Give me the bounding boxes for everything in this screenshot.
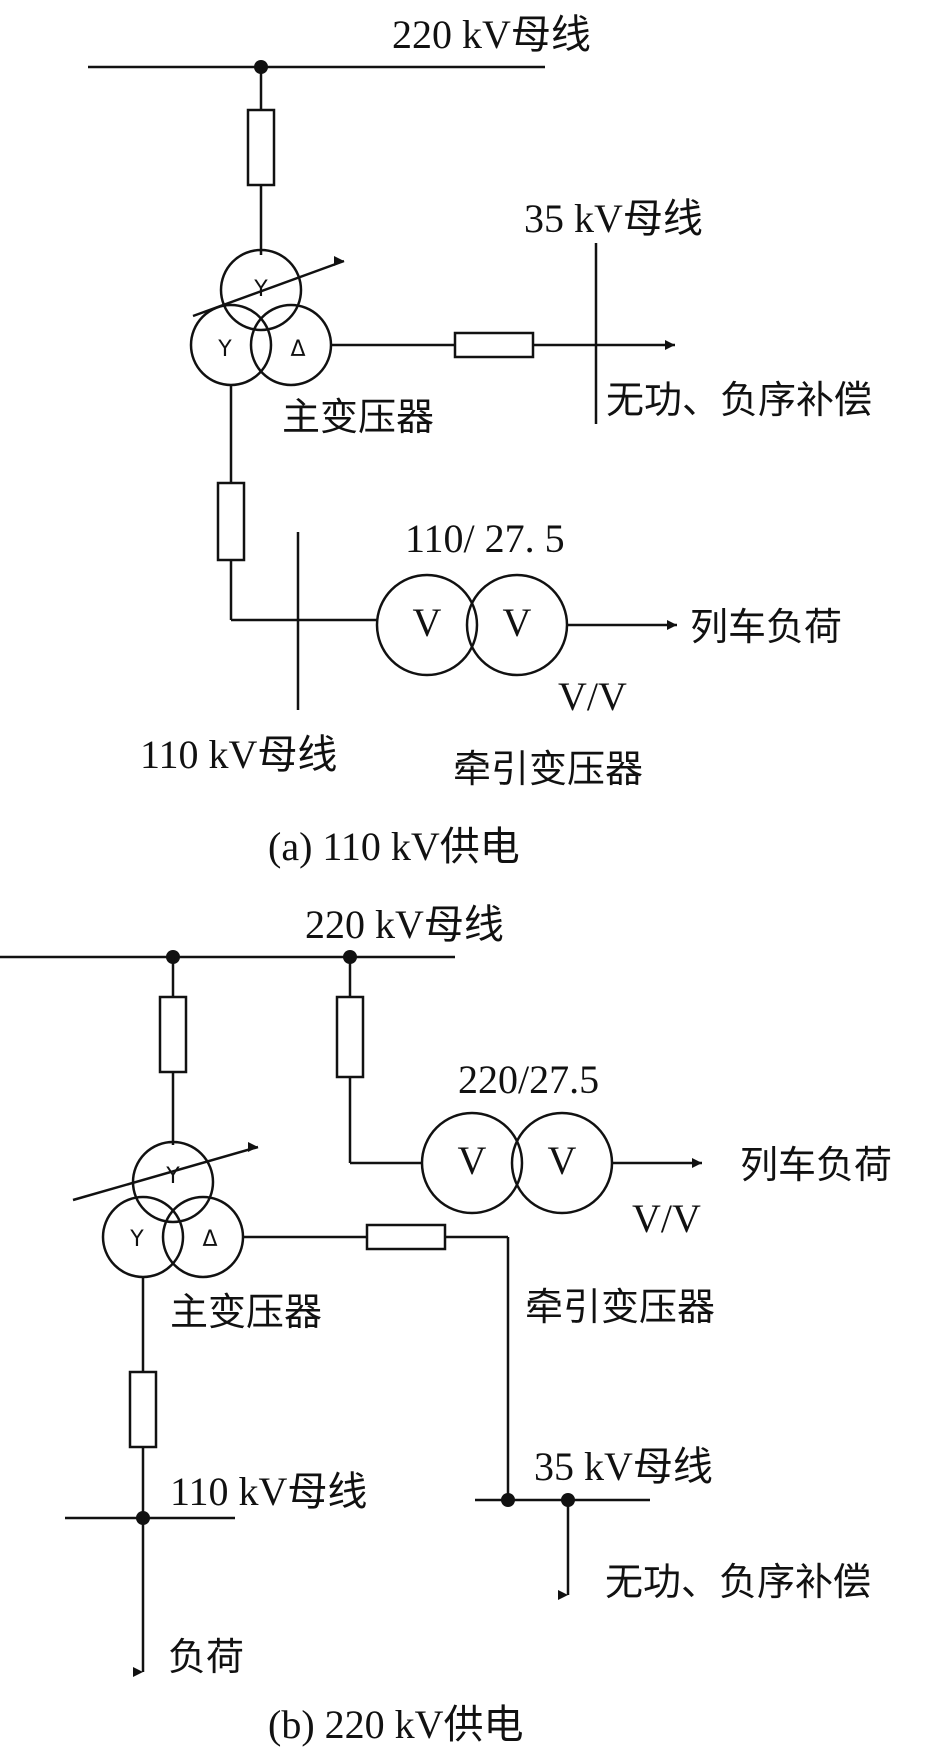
bus-110kv-a-label: 110 kV母线 <box>140 732 337 777</box>
traction-transformer-b: V V <box>420 1111 614 1215</box>
main-transformer-b-label: 主变压器 <box>170 1290 322 1334</box>
ratio-b-label: 220/27.5 <box>458 1057 599 1102</box>
traction-transformer-a-label: 牵引变压器 <box>453 747 643 791</box>
breaker-box <box>158 995 188 1074</box>
main-transformer-a-label: 主变压器 <box>282 395 434 439</box>
caption-a: (a) 110 kV供电 <box>268 824 520 869</box>
tap-changer-arrow <box>192 256 345 318</box>
vv-b-label: V/V <box>632 1196 701 1241</box>
traction-transformer-a: V V <box>375 573 569 677</box>
tap-changer-arrow <box>72 1142 259 1202</box>
train-load-b-label: 列车负荷 <box>740 1143 892 1187</box>
bus-35kv-a-label: 35 kV母线 <box>524 196 703 241</box>
main-transformer-a: Y Y Δ <box>189 248 345 387</box>
wye-symbol: Y <box>165 1164 180 1189</box>
bus-110kv-b-label: 110 kV母线 <box>170 1469 367 1514</box>
breaker-box <box>365 1223 447 1251</box>
ratio-a-label: 110/ 27. 5 <box>405 516 565 561</box>
vv-a-label: V/V <box>558 674 627 719</box>
breaker-box <box>216 481 246 562</box>
v-symbol: V <box>548 1138 577 1183</box>
v-symbol: V <box>413 600 442 645</box>
bus-junction-dot <box>501 1493 515 1507</box>
wye-symbol: Y <box>253 277 268 302</box>
panel-b: 220 kV母线 Y Y Δ 主变压器 V V 220/27.5 列车负荷 <box>0 902 892 1747</box>
delta-symbol: Δ <box>202 1227 217 1252</box>
breaker-box <box>128 1370 158 1449</box>
load-b-label: 负荷 <box>168 1635 244 1679</box>
panel-a: 220 kV母线 Y Y Δ 主变压器 35 kV母线 无功、负序补偿 110 … <box>88 12 872 869</box>
compensation-b-label: 无功、负序补偿 <box>605 1560 871 1604</box>
breaker-box <box>335 995 365 1079</box>
bus-220kv-a-label: 220 kV母线 <box>392 12 591 57</box>
bus-220kv-b-label: 220 kV母线 <box>305 902 504 947</box>
train-load-a-label: 列车负荷 <box>690 605 842 649</box>
breaker-box <box>246 108 276 187</box>
traction-transformer-b-label: 牵引变压器 <box>525 1285 715 1329</box>
main-transformer-b: Y Y Δ <box>72 1140 259 1279</box>
delta-symbol: Δ <box>290 337 305 362</box>
compensation-a-label: 无功、负序补偿 <box>606 378 872 422</box>
v-symbol: V <box>503 600 532 645</box>
wye-symbol: Y <box>217 337 232 362</box>
breaker-box <box>453 331 535 359</box>
bus-35kv-b-label: 35 kV母线 <box>534 1444 713 1489</box>
wye-symbol: Y <box>129 1227 144 1252</box>
v-symbol: V <box>458 1138 487 1183</box>
caption-b: (b) 220 kV供电 <box>268 1702 524 1747</box>
